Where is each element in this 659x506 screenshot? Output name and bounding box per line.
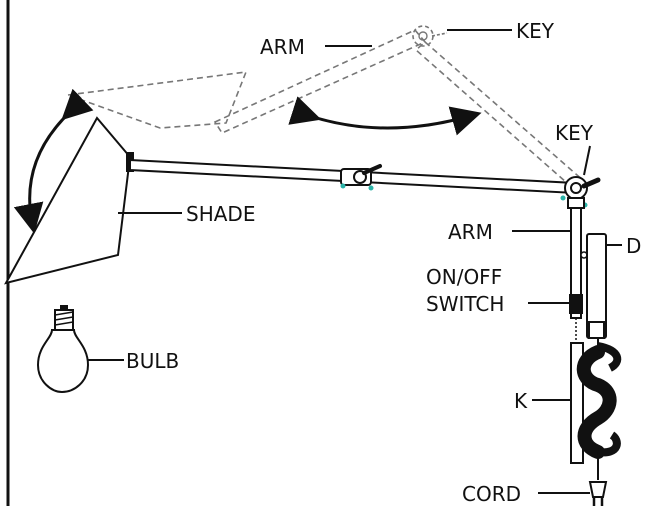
label-shade: SHADE	[186, 202, 255, 226]
coiled-cord	[576, 338, 622, 480]
label-cord: CORD	[462, 482, 521, 506]
bulb-icon	[36, 305, 90, 394]
vertical-arm-collar	[567, 197, 585, 209]
label-arm-mid: ARM	[448, 220, 493, 244]
label-bulb: BULB	[126, 349, 179, 373]
key-alt-tab	[431, 32, 448, 37]
label-key-right: KEY	[555, 121, 594, 145]
key-joint-inner	[570, 182, 582, 194]
shade	[4, 116, 132, 285]
mid-joint-lever	[362, 164, 382, 175]
bracket-d-foot	[588, 321, 605, 339]
leader-key-right	[583, 145, 591, 176]
on-off-switch	[569, 294, 583, 314]
shade-alt-position	[67, 71, 248, 129]
key-lever	[581, 177, 601, 189]
rotation-arrow-middle	[288, 96, 482, 136]
label-switch-line1: ON/OFF	[426, 265, 502, 289]
mid-joint-dot-a	[340, 183, 346, 189]
mid-joint-dot-b	[368, 185, 374, 191]
label-switch-line2: SWITCH	[426, 292, 504, 316]
key-joint-dot-a	[560, 195, 566, 201]
label-key-top: KEY	[516, 19, 555, 43]
key-alt-position	[412, 25, 434, 47]
rotation-arrow-left	[13, 88, 94, 234]
plug	[588, 481, 608, 506]
label-d: D	[626, 234, 641, 258]
label-k: K	[514, 389, 528, 413]
arm-alt-position-upper	[414, 40, 587, 192]
key-alt-inner	[418, 31, 428, 41]
label-arm-top: ARM	[260, 35, 305, 59]
